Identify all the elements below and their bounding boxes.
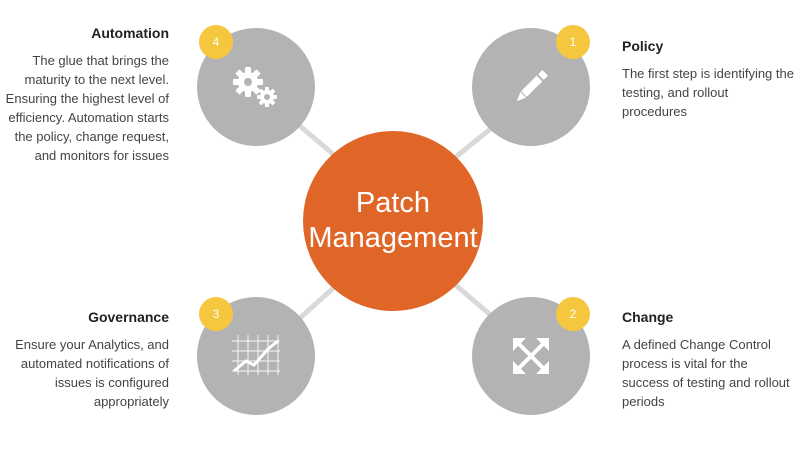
policy-title: Policy [622,38,664,54]
hub-title-line1: Patch [355,187,431,219]
growth-chart-icon [232,335,280,375]
hub-title-line2: Management [308,222,478,254]
step-badge-2: 2 [556,297,590,331]
connector-policy [449,123,497,163]
automation-title: Automation [91,25,169,41]
change-title: Change [622,309,674,325]
step-badge-4: 4 [199,25,233,59]
governance-description: Ensure your Analytics, and automated not… [15,337,169,409]
patch-management-hub: Patch Management [303,131,483,311]
gears-icon [233,67,277,107]
pencil-icon [516,70,548,102]
connector-change [449,279,497,321]
expand-arrows-icon [513,338,549,374]
governance-title: Governance [88,309,169,325]
automation-description: The glue that brings the maturity to the… [5,53,169,163]
step-badge-3: 3 [199,297,233,331]
change-description: A defined Change Control process is vita… [622,337,790,409]
policy-description: The first step is identifying the testin… [622,66,794,119]
step-badge-1: 1 [556,25,590,59]
